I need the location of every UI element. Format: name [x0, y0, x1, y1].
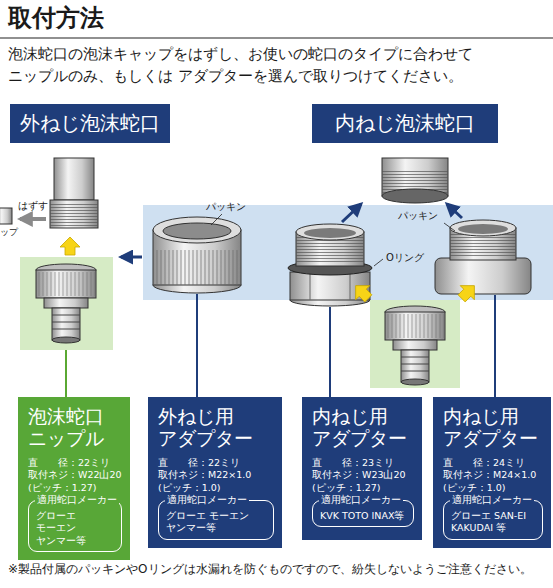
inner-adapter-24: [435, 220, 531, 294]
faucet-left: [50, 200, 98, 228]
inner-adapter-24: [450, 220, 516, 236]
fit-arrow: [447, 204, 462, 218]
faucet-left: [50, 202, 98, 226]
nipple: [36, 264, 96, 343]
maker-heading: 適用蛇口メーカー: [319, 494, 403, 505]
title-rule: [0, 37, 553, 38]
faucet-left: [0, 158, 98, 228]
inner-adapter-23: [374, 259, 383, 266]
inner-adapter-23: [288, 224, 383, 306]
band: [143, 205, 553, 300]
nipple-panel: [20, 257, 113, 350]
part-name: パッキン: [398, 210, 438, 222]
spec-line: 直 径：22ミリ: [28, 457, 122, 469]
spec-line: 取付ネジ：W22山20 (ピッチ：1.27): [28, 469, 122, 494]
inner-adapter-24: [435, 258, 531, 294]
spec-line: 取付ネジ：M22×1.0 (ピッチ：1.0): [158, 469, 274, 494]
maker-list: グローエ SAN-EI KAKUDAI 等: [451, 510, 537, 535]
drop-line: [329, 307, 331, 397]
part-spec-box: 泡沫蛇口 ニップル直 径：22ミリ取付ネジ：W22山20 (ピッチ：1.27)適…: [18, 397, 130, 560]
maker-heading: 適用蛇口メーカー: [165, 494, 249, 505]
part-name: ップ: [0, 227, 18, 238]
nipple: [385, 306, 445, 385]
maker-list: KVK TOTO INAX等: [320, 510, 408, 522]
faucet-left: [20, 217, 46, 221]
inner-adapter-23: [310, 272, 311, 300]
maker-list: グローエ モーエン ヤンマー等: [166, 510, 268, 535]
maker-list: グローエ モーエン ヤンマー等: [36, 510, 116, 547]
part-name: 内ねじ用 アダプター: [443, 405, 543, 450]
spec-line: 直 径：23ミリ: [312, 457, 414, 469]
faucet-top: [382, 158, 448, 203]
faucet-type-header: 内ねじ泡沫蛇口: [312, 104, 498, 143]
part-name: Oリング: [386, 252, 424, 264]
faucet-top: [382, 189, 448, 203]
fit-arrow: [342, 204, 361, 222]
maker-box: 適用蛇口メーカーグローエ SAN-EI KAKUDAI 等: [443, 500, 543, 540]
faucet-left: [0, 208, 12, 224]
inner-adapter-24: [444, 223, 455, 231]
part-name: パッキン: [206, 201, 246, 213]
inner-adapter-24: [458, 224, 508, 234]
outer-adapter: [163, 223, 231, 239]
maker-box: 適用蛇口メーカーKVK TOTO INAX等: [312, 500, 414, 527]
inner-adapter-23: [350, 272, 351, 300]
part-spec-box: 内ねじ用 アダプター直 径：24ミリ取付ネジ：M24×1.0 (ピッチ：1.0)…: [433, 397, 551, 548]
outer-adapter: [153, 250, 241, 285]
part-name: 外ねじ用 アダプター: [158, 405, 274, 450]
part-note: はずす: [18, 200, 48, 212]
spec-line: 直 径：22ミリ: [158, 457, 274, 469]
header-text: 外ねじ泡沫蛇口: [20, 111, 160, 135]
header-text: 内ねじ泡沫蛇口: [322, 111, 488, 135]
part-spec-box: 内ねじ用 アダプター直 径：23ミリ取付ネジ：W23山20 (ピッチ：1.27)…: [302, 397, 422, 540]
inner-adapter-23: [296, 224, 364, 240]
fit-arrow: [121, 256, 142, 259]
part-name: 内ねじ用 アダプター: [312, 405, 414, 450]
maker-heading: 適用蛇口メーカー: [35, 494, 119, 505]
faucet-type-header: 外ねじ泡沫蛇口: [10, 104, 170, 143]
outer-adapter: [153, 214, 241, 293]
spec-line: 取付ネジ：M24×1.0 (ピッチ：1.0): [443, 469, 543, 494]
maker-heading: 適用蛇口メーカー: [450, 494, 534, 505]
maker-box: 適用蛇口メーカーグローエ モーエン ヤンマー等: [158, 500, 274, 540]
drop-line: [494, 295, 496, 397]
footnote: ※製品付属のパッキンやOリングは水漏れを防ぐものですので、紛失しないようご注意く…: [8, 562, 553, 578]
page-title: 取付方法: [8, 3, 104, 34]
nipple-panel: [370, 300, 460, 388]
inner-adapter-23: [304, 228, 356, 238]
insert-arrow: [349, 279, 376, 306]
drop-line: [65, 350, 67, 397]
part-spec-box: 外ねじ用 アダプター直 径：22ミリ取付ネジ：M22×1.0 (ピッチ：1.0)…: [148, 397, 282, 548]
maker-box: 適用蛇口メーカーグローエ モーエン ヤンマー等: [28, 500, 122, 552]
insert-arrow: [60, 237, 80, 255]
intro-text: 泡沫蛇口の泡沫キャップをはずし、お使いの蛇口のタイプに合わせて ニップルのみ、も…: [8, 44, 553, 88]
spec-line: 直 径：24ミリ: [443, 457, 543, 469]
outer-adapter: [153, 217, 241, 243]
outer-adapter: [211, 214, 222, 225]
faucet-left: [54, 158, 94, 200]
part-name: 泡沫蛇口 ニップル: [28, 405, 122, 450]
spec-line: 取付ネジ：W23山20 (ピッチ：1.27): [312, 469, 414, 494]
drop-line: [196, 294, 198, 397]
insert-arrow: [455, 279, 482, 306]
